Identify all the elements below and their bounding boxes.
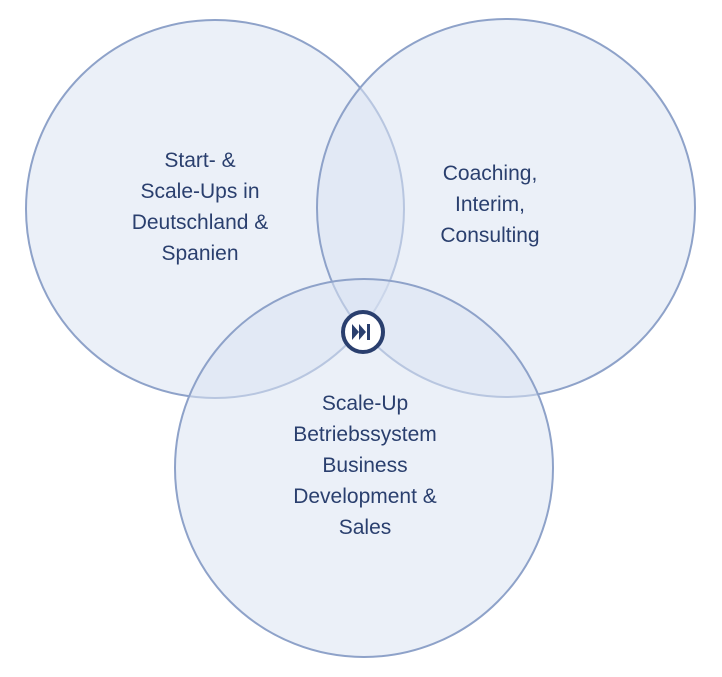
circle-right-label: Coaching, Interim, Consulting: [440, 162, 540, 247]
circle-bottom-label: Scale-Up Betriebssystem Business Develop…: [293, 392, 437, 539]
fast-forward-icon: [341, 310, 385, 354]
circle-bottom: [174, 278, 554, 658]
circle-left-label: Start- & Scale-Ups in Deutschland & Span…: [131, 149, 269, 265]
